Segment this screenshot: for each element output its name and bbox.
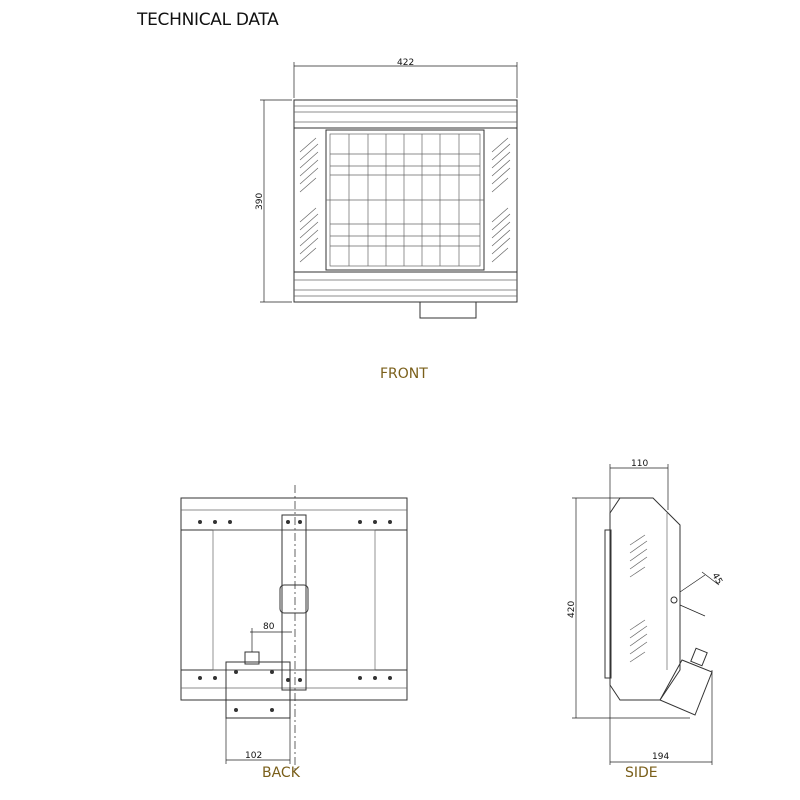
front-height-dimension: 390: [255, 193, 265, 210]
side-angle-dimension: 45: [709, 572, 723, 587]
front-view-label: FRONT: [380, 366, 428, 382]
side-total-depth-dimension: 194: [652, 752, 669, 762]
side-height-dimension: 420: [567, 601, 577, 618]
front-view: 422 390: [255, 58, 518, 319]
side-view-label: SIDE: [625, 765, 658, 781]
back-view-label: BACK: [262, 765, 300, 781]
back-offset-dimension: 80: [263, 622, 275, 632]
side-depth-dimension: 110: [631, 459, 648, 469]
back-view: 80 102: [180, 485, 408, 770]
front-width-dimension: 422: [397, 58, 414, 68]
back-box-width-dimension: 102: [245, 751, 262, 761]
side-view: 110 420 45 194: [567, 459, 724, 765]
page-title: TECHNICAL DATA: [137, 10, 279, 30]
